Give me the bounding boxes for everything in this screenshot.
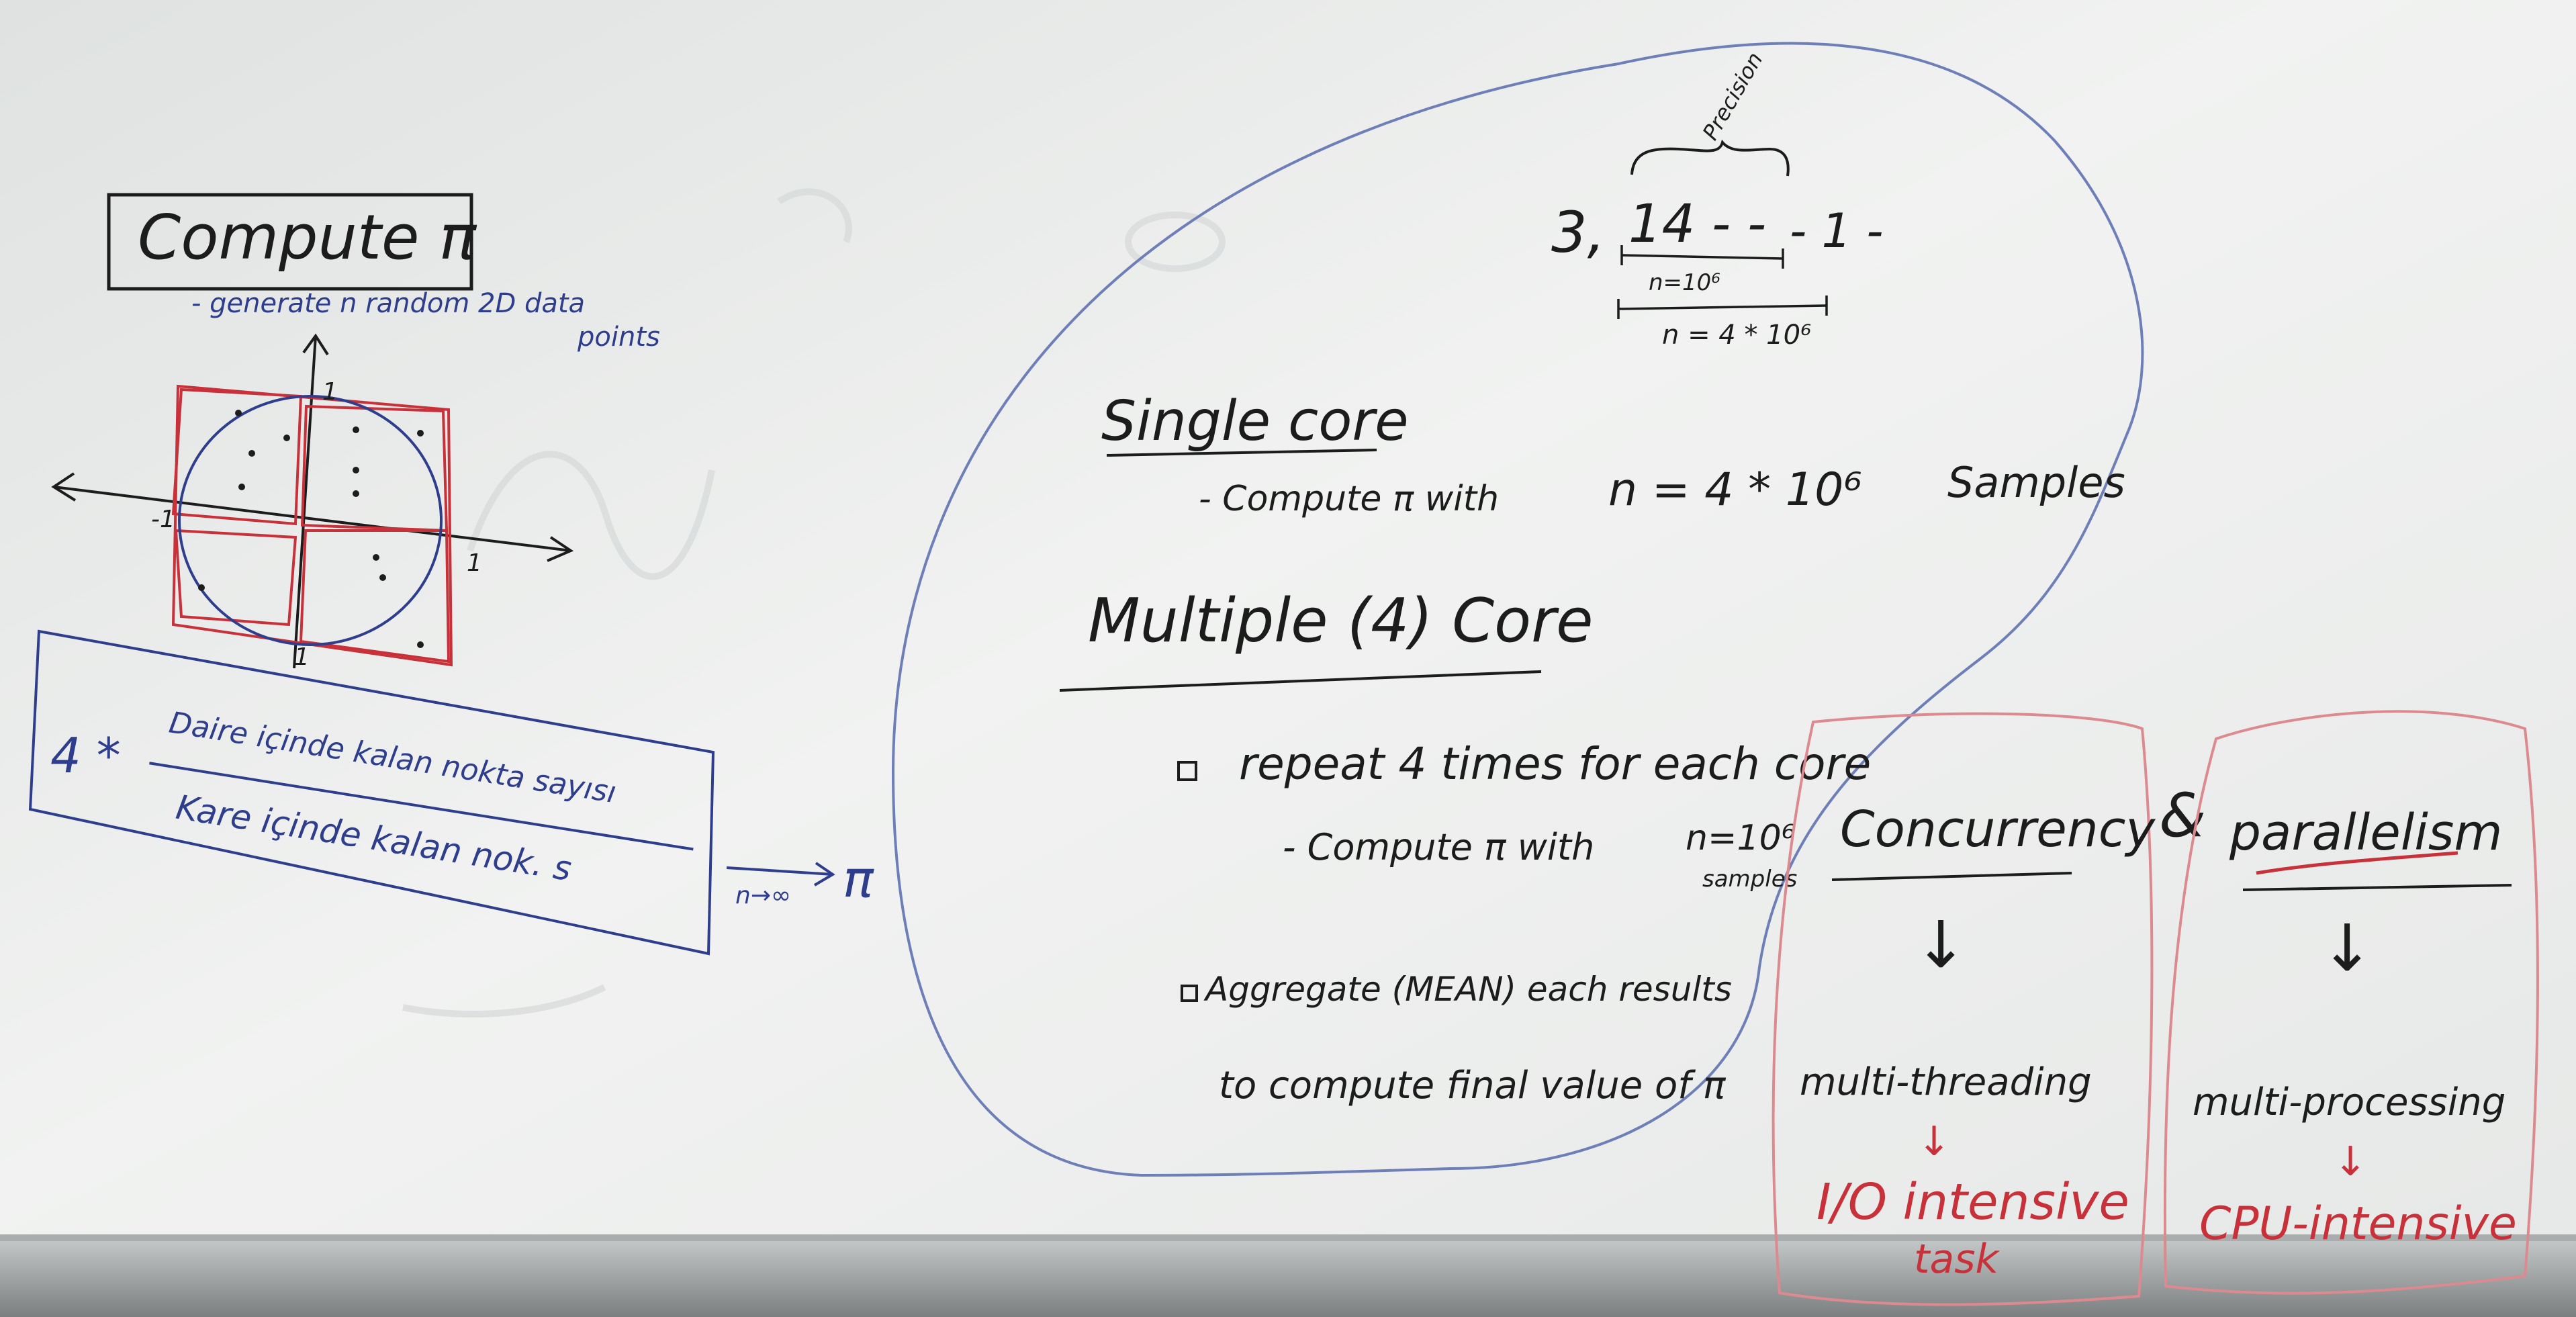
concurrency-note-2: task xyxy=(1914,1236,2000,1283)
concurrency-item: multi-threading xyxy=(1800,1060,2092,1104)
parallelism-underline xyxy=(2242,884,2512,891)
concurrency-heading: Concurrency xyxy=(1840,801,2156,858)
ghost-marks xyxy=(402,188,1226,1017)
concurrency-note-1: I/O intensive xyxy=(1816,1173,2129,1231)
multiple-core-bullet-2-line-2: to compute final value of π xyxy=(1219,1064,1727,1107)
section-title: Compute π xyxy=(138,201,477,273)
note-line-2: points xyxy=(577,322,660,353)
parallelism-red-underline xyxy=(2256,851,2458,875)
single-core-section: Single core - Compute π with n = 4 * 10⁶… xyxy=(1101,390,2125,519)
axis-label-neg-y: 1 xyxy=(294,643,310,671)
limit-result: π xyxy=(843,849,874,909)
fraction-bar xyxy=(149,762,694,851)
precision-brace xyxy=(1630,139,1790,177)
multiple-core-section: Multiple (4) Core repeat 4 times for eac… xyxy=(1059,586,1871,1107)
concurrency-section: Concurrency & ↓ multi-threading ↓ I/O in… xyxy=(1772,712,2206,1306)
multiple-core-heading: Multiple (4) Core xyxy=(1088,586,1593,656)
bullet-1-checkbox xyxy=(1177,761,1197,781)
parallelism-arrow: ↓ xyxy=(2320,911,2374,986)
red-squares xyxy=(171,384,453,667)
parallelism-item: multi-processing xyxy=(2193,1081,2505,1124)
random-points xyxy=(198,410,424,648)
concurrency-underline xyxy=(1831,872,2072,881)
marker-tray xyxy=(0,1234,2576,1317)
axis-label-pos-y: 1 xyxy=(322,378,338,406)
parallelism-box xyxy=(2163,710,2539,1295)
formula-box xyxy=(28,629,715,956)
concurrency-box xyxy=(1772,712,2154,1306)
parallelism-note: CPU-intensive xyxy=(2199,1197,2517,1251)
single-core-heading: Single core xyxy=(1101,390,1409,453)
multiple-core-underline xyxy=(1059,670,1542,692)
precision-n-small: n=10⁶ xyxy=(1649,269,1720,296)
single-core-underline xyxy=(1106,449,1377,457)
concurrency-arrow: ↓ xyxy=(1914,907,1968,983)
title-box xyxy=(107,193,473,291)
unit-circle xyxy=(178,395,443,646)
parallelism-heading: parallelism xyxy=(2229,804,2503,862)
formula-multiplier: 4 * xyxy=(50,727,121,784)
grouping-loop xyxy=(891,42,2144,1177)
precision-tail: - 1 - xyxy=(1790,203,1884,259)
axis-label-neg-x: -1 xyxy=(151,506,175,533)
precision-n-large: n = 4 * 10⁶ xyxy=(1662,320,1811,351)
concurrency-small-arrow: ↓ xyxy=(1917,1118,1951,1165)
multiple-core-sub-1-n: n=10⁶ xyxy=(1686,818,1796,858)
parallelism-small-arrow: ↓ xyxy=(2334,1138,2367,1185)
precision-lead: 3, xyxy=(1551,199,1605,265)
bullet-2-checkbox xyxy=(1181,985,1198,1002)
axis-label-pos-x: 1 xyxy=(467,549,482,577)
single-core-samples: Samples xyxy=(1947,458,2125,507)
precision-digits: 14 - - xyxy=(1628,194,1766,255)
multiple-core-sub-1: - Compute π with xyxy=(1283,826,1594,868)
multiple-core-bullet-1: repeat 4 times for each core xyxy=(1239,738,1871,790)
single-core-n: n = 4 * 10⁶ xyxy=(1608,463,1862,516)
multiple-core-bullet-2-line-1: Aggregate (MEAN) each results xyxy=(1203,970,1732,1009)
axes xyxy=(51,333,574,669)
note-line-1: - generate n random 2D data xyxy=(191,288,585,319)
parallelism-section: parallelism ↓ multi-processing ↓ CPU-int… xyxy=(2163,710,2539,1295)
dimension-lines xyxy=(1617,245,1828,319)
single-core-item: - Compute π with xyxy=(1199,479,1499,519)
limit-label: n→∞ xyxy=(735,882,791,909)
multiple-core-sub-1-samples: samples xyxy=(1702,866,1797,893)
limit-arrow xyxy=(726,862,835,887)
